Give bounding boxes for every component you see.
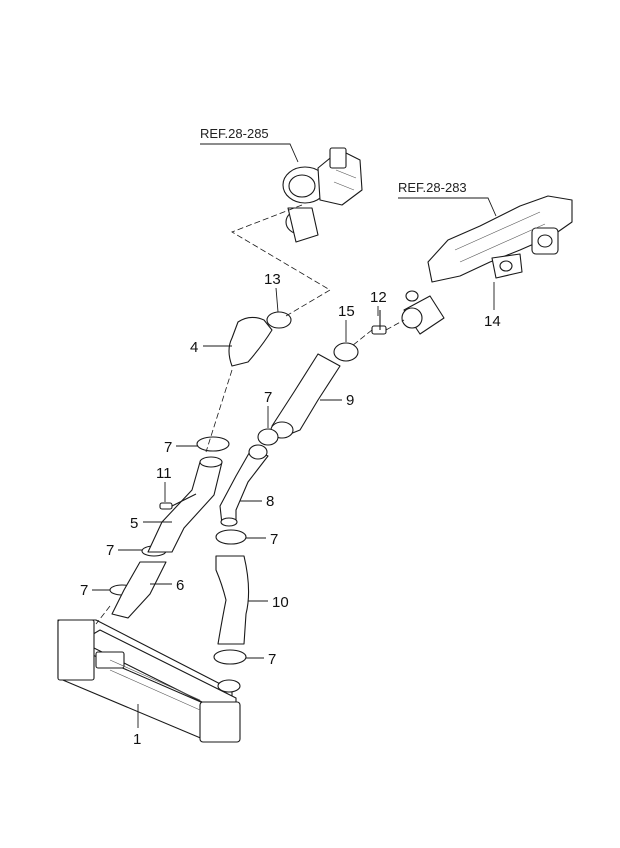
- callout-14: 13: [264, 271, 281, 288]
- part-8-pipe: [219, 447, 269, 525]
- callout-7-e: 7: [80, 582, 88, 599]
- callout-1: 1: [133, 731, 141, 748]
- callout-5: 5: [130, 515, 138, 532]
- callout-12: 12: [370, 289, 387, 306]
- callout-7-b: 7: [264, 389, 272, 406]
- callout-15: 15: [338, 303, 355, 320]
- part-1-intercooler: [57, 619, 241, 743]
- callout-7-c: 7: [270, 531, 278, 548]
- callout-13: 14: [484, 313, 501, 330]
- ref-manifold-label: REF.28-283: [398, 180, 467, 195]
- part-6-hose: [111, 561, 167, 619]
- callout-9: 9: [346, 392, 354, 409]
- ref-turbo-label: REF.28-285: [200, 126, 269, 141]
- turbocharger: [282, 147, 363, 243]
- exhaust-manifold: [427, 195, 573, 283]
- callout-4: 4: [190, 339, 198, 356]
- part-7-clamp-f: [213, 649, 247, 665]
- part-10-hose: [215, 555, 250, 645]
- part-7-clamp-b: [257, 428, 279, 446]
- callout-6: 6: [176, 577, 184, 594]
- part-14-clamp: [266, 311, 292, 329]
- part-15-clamp: [333, 342, 359, 362]
- callout-7-f: 7: [268, 651, 276, 668]
- part-11-bolt: [159, 493, 197, 510]
- part-7-clamp-c: [215, 529, 247, 545]
- callout-10: 10: [272, 594, 289, 611]
- egr-adapter: [401, 290, 445, 335]
- part-12-bolt: [371, 310, 387, 335]
- callout-7-d: 7: [106, 542, 114, 559]
- part-7-clamp-a: [196, 436, 230, 452]
- callout-11: 11: [156, 465, 172, 482]
- part-4-hose: [228, 316, 273, 367]
- callout-8: 8: [266, 493, 274, 510]
- callout-7-a: 7: [164, 439, 172, 456]
